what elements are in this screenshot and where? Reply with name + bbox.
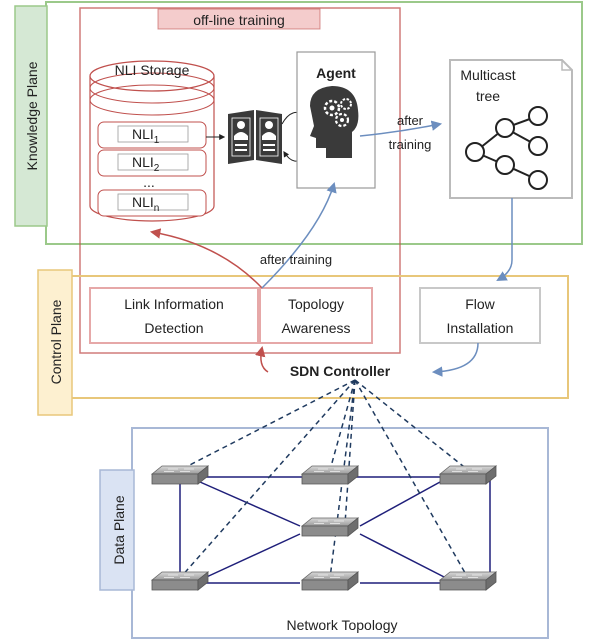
after-training-label-3: after training xyxy=(260,252,332,267)
data-plane-label: Data Plane xyxy=(111,495,127,564)
nli-item-n: NLIn xyxy=(97,189,207,217)
switch-icon xyxy=(151,465,209,485)
sdn-controller-label: SDN Controller xyxy=(290,363,391,379)
control-plane-label: Control Plane xyxy=(48,299,64,384)
network-topology-label: Network Topology xyxy=(286,617,397,633)
book-icon xyxy=(228,110,282,164)
switch-icon xyxy=(151,571,209,591)
offline-training-label: off-line training xyxy=(193,12,285,28)
brain-gears-icon xyxy=(310,86,359,158)
data-plane-tab xyxy=(99,469,135,591)
arrow-topology-to-agent xyxy=(261,181,337,289)
topology-awareness-label-1: Topology xyxy=(288,296,344,312)
link-information-label-1: Link Information xyxy=(124,296,224,312)
svg-text:NLI1: NLI1 xyxy=(132,126,160,146)
flow-installation-label-1: Flow xyxy=(465,296,495,312)
switch-icon xyxy=(301,465,359,485)
flow-installation-label-2: Installation xyxy=(447,320,514,336)
nli-storage-title: NLI Storage xyxy=(115,62,190,78)
svg-text:NLI2: NLI2 xyxy=(132,154,160,174)
after-training-label-2: training xyxy=(389,137,432,152)
link-information-box xyxy=(89,287,259,344)
link-information-label-2: Detection xyxy=(144,320,203,336)
tree-graph-icon xyxy=(465,106,548,190)
arrow-flow-to-controller xyxy=(431,342,479,377)
after-training-label-1: after xyxy=(397,113,424,128)
nli-item-1: NLI1 xyxy=(97,121,207,149)
flow-installation-box xyxy=(419,287,541,344)
offline-training-box xyxy=(79,7,401,354)
switch-icon xyxy=(301,571,359,591)
network-links xyxy=(179,476,491,584)
arrow-agent-to-tree xyxy=(359,120,443,137)
multicast-tree-label-2: tree xyxy=(476,88,500,104)
knowledge-plane-tab xyxy=(14,5,48,227)
agent-label: Agent xyxy=(316,65,356,81)
offline-training-tab xyxy=(157,8,321,30)
knowledge-plane-label: Knowledge Plane xyxy=(24,61,40,170)
multicast-tree-label-1: Multicast xyxy=(460,67,515,83)
arrow-link-to-storage xyxy=(149,228,263,289)
arrow-controller-to-topology xyxy=(255,345,269,373)
switch-icon xyxy=(439,465,497,485)
nli-ellipsis: ... xyxy=(143,174,155,190)
svg-text:NLIn: NLIn xyxy=(132,194,159,214)
arrow-tree-to-flow xyxy=(496,198,513,282)
topology-awareness-box xyxy=(259,287,373,344)
nli-item-2: NLI2 xyxy=(97,149,207,177)
control-plane-tab xyxy=(37,269,73,416)
switch-icon xyxy=(301,517,359,537)
switch-icon xyxy=(439,571,497,591)
topology-awareness-label-2: Awareness xyxy=(281,320,350,336)
